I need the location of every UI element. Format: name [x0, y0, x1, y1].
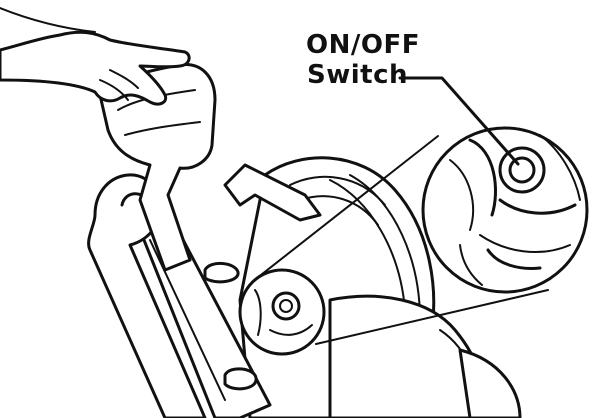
callout-label-line2: Switch — [307, 60, 408, 90]
hand-icon — [0, 8, 189, 104]
magnified-view — [423, 128, 587, 292]
callout-label-line1: ON/OFF — [306, 30, 420, 60]
